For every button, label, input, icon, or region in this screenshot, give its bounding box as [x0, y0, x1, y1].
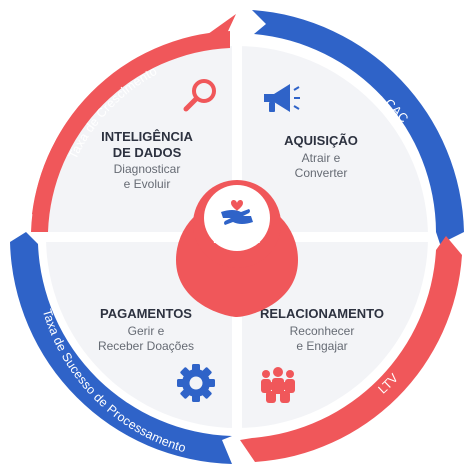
pagamentos-sub-line2: Receber Doações	[98, 339, 194, 353]
hands-heart-icon	[221, 200, 253, 225]
quadrant-pagamentos: PAGAMENTOS Gerir e Receber Doações	[98, 306, 215, 402]
aquisicao-sub-line2: Converter	[295, 166, 348, 180]
center-marker: DOADOR	[176, 180, 298, 317]
pagamentos-title: PAGAMENTOS	[100, 306, 192, 321]
aquisicao-sub-line1: Atrair e	[302, 151, 341, 165]
relacionamento-sub-line2: e Engajar	[296, 339, 347, 353]
relacionamento-title: RELACIONAMENTO	[260, 306, 384, 321]
quadrant-aquisicao: AQUISIÇÃO Atrair e Converter	[264, 84, 358, 180]
outer-ring	[10, 10, 464, 464]
intel-sub-line2: e Evoluir	[124, 177, 171, 191]
aquisicao-title: AQUISIÇÃO	[284, 133, 358, 148]
gear-icon	[177, 364, 215, 402]
arc-band-bottom-right	[240, 236, 462, 462]
intel-sub-line1: Diagnosticar	[114, 162, 181, 176]
center-label: DOADOR	[213, 235, 261, 246]
relacionamento-sub-line1: Reconhecer	[290, 324, 355, 338]
intel-title-line1: INTELIGÊNCIA	[101, 129, 193, 144]
people-icon	[261, 367, 295, 403]
search-icon	[183, 79, 216, 112]
quadrant-relacionamento: RELACIONAMENTO Reconhecer e Engajar	[260, 306, 384, 403]
arc-band-top-left	[31, 31, 230, 232]
quadrant-intel: INTELIGÊNCIA DE DADOS Diagnosticar e Evo…	[101, 79, 216, 191]
megaphone-icon	[264, 84, 300, 112]
intel-title-line2: DE DADOS	[113, 145, 182, 160]
arc-band-bottom-left	[10, 232, 232, 464]
arc-band-top-right	[252, 10, 464, 244]
pagamentos-sub-line1: Gerir e	[128, 324, 165, 338]
